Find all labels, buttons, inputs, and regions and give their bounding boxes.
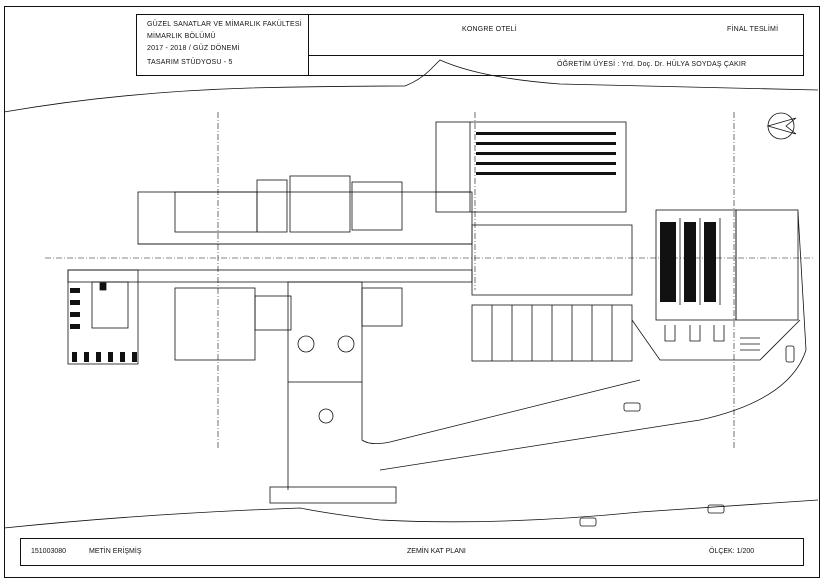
term-label: 2017 - 2018 / GÜZ DÖNEMİ bbox=[147, 45, 240, 52]
stage-label: FİNAL TESLİMİ bbox=[727, 26, 779, 33]
entrance-drive bbox=[287, 379, 641, 490]
east-terrace bbox=[631, 319, 801, 361]
pool bbox=[91, 281, 129, 329]
conference-block bbox=[435, 121, 627, 213]
title-block-divider bbox=[308, 15, 309, 75]
east-block bbox=[735, 209, 799, 321]
room-cluster bbox=[361, 287, 403, 327]
room-cluster bbox=[174, 287, 256, 361]
room-cluster bbox=[254, 295, 292, 331]
room-cluster bbox=[351, 181, 403, 231]
room-cluster bbox=[174, 191, 258, 233]
instructor-label: ÖĞRETİM ÜYESİ : Yrd. Doç. Dr. HÜLYA SOYD… bbox=[557, 61, 747, 68]
entrance-gate bbox=[269, 486, 397, 504]
column bbox=[337, 335, 355, 353]
entrance-block bbox=[287, 281, 363, 383]
student-number: 151003080 bbox=[31, 548, 67, 555]
room-cluster bbox=[289, 175, 351, 233]
drawing-frame bbox=[4, 6, 820, 578]
scale-label: ÖLÇEK: 1/200 bbox=[709, 548, 755, 555]
north-arrow-icon bbox=[766, 112, 797, 140]
fountain bbox=[318, 408, 334, 424]
room-cluster bbox=[256, 179, 288, 233]
stair-units bbox=[664, 325, 725, 342]
student-name: METİN ERİŞMİŞ bbox=[89, 548, 142, 555]
conference-seating bbox=[476, 132, 616, 175]
site-boundary-bottom bbox=[3, 499, 819, 529]
studio-label: TASARIM STÜDYOSU - 5 bbox=[147, 59, 233, 66]
car-icon bbox=[579, 517, 597, 527]
bottom-title-block: 151003080 METİN ERİŞMİŞ ZEMİN KAT PLANI … bbox=[20, 538, 804, 566]
project-title: KONGRE OTELİ bbox=[462, 26, 517, 33]
main-corridor bbox=[67, 269, 473, 283]
site-boundary-top bbox=[3, 59, 819, 113]
west-pool-block bbox=[67, 269, 139, 365]
title-block-divider bbox=[308, 55, 803, 56]
service-road bbox=[379, 211, 807, 471]
department-label: MİMARLIK BÖLÜMÜ bbox=[147, 33, 216, 40]
faculty-label: GÜZEL SANATLAR VE MİMARLIK FAKÜLTESİ bbox=[147, 21, 302, 28]
west-wing-north bbox=[137, 191, 473, 245]
car-icon bbox=[623, 402, 641, 412]
car-icon bbox=[785, 345, 795, 363]
central-lobby bbox=[471, 224, 633, 296]
axis-grid bbox=[45, 112, 815, 448]
car-icon bbox=[707, 504, 725, 514]
column bbox=[297, 335, 315, 353]
drawing-title: ZEMİN KAT PLANI bbox=[407, 548, 466, 555]
pool-chairs bbox=[70, 288, 137, 362]
title-block: GÜZEL SANATLAR VE MİMARLIK FAKÜLTESİ MİM… bbox=[136, 14, 804, 76]
auditorium-seating bbox=[660, 222, 716, 302]
